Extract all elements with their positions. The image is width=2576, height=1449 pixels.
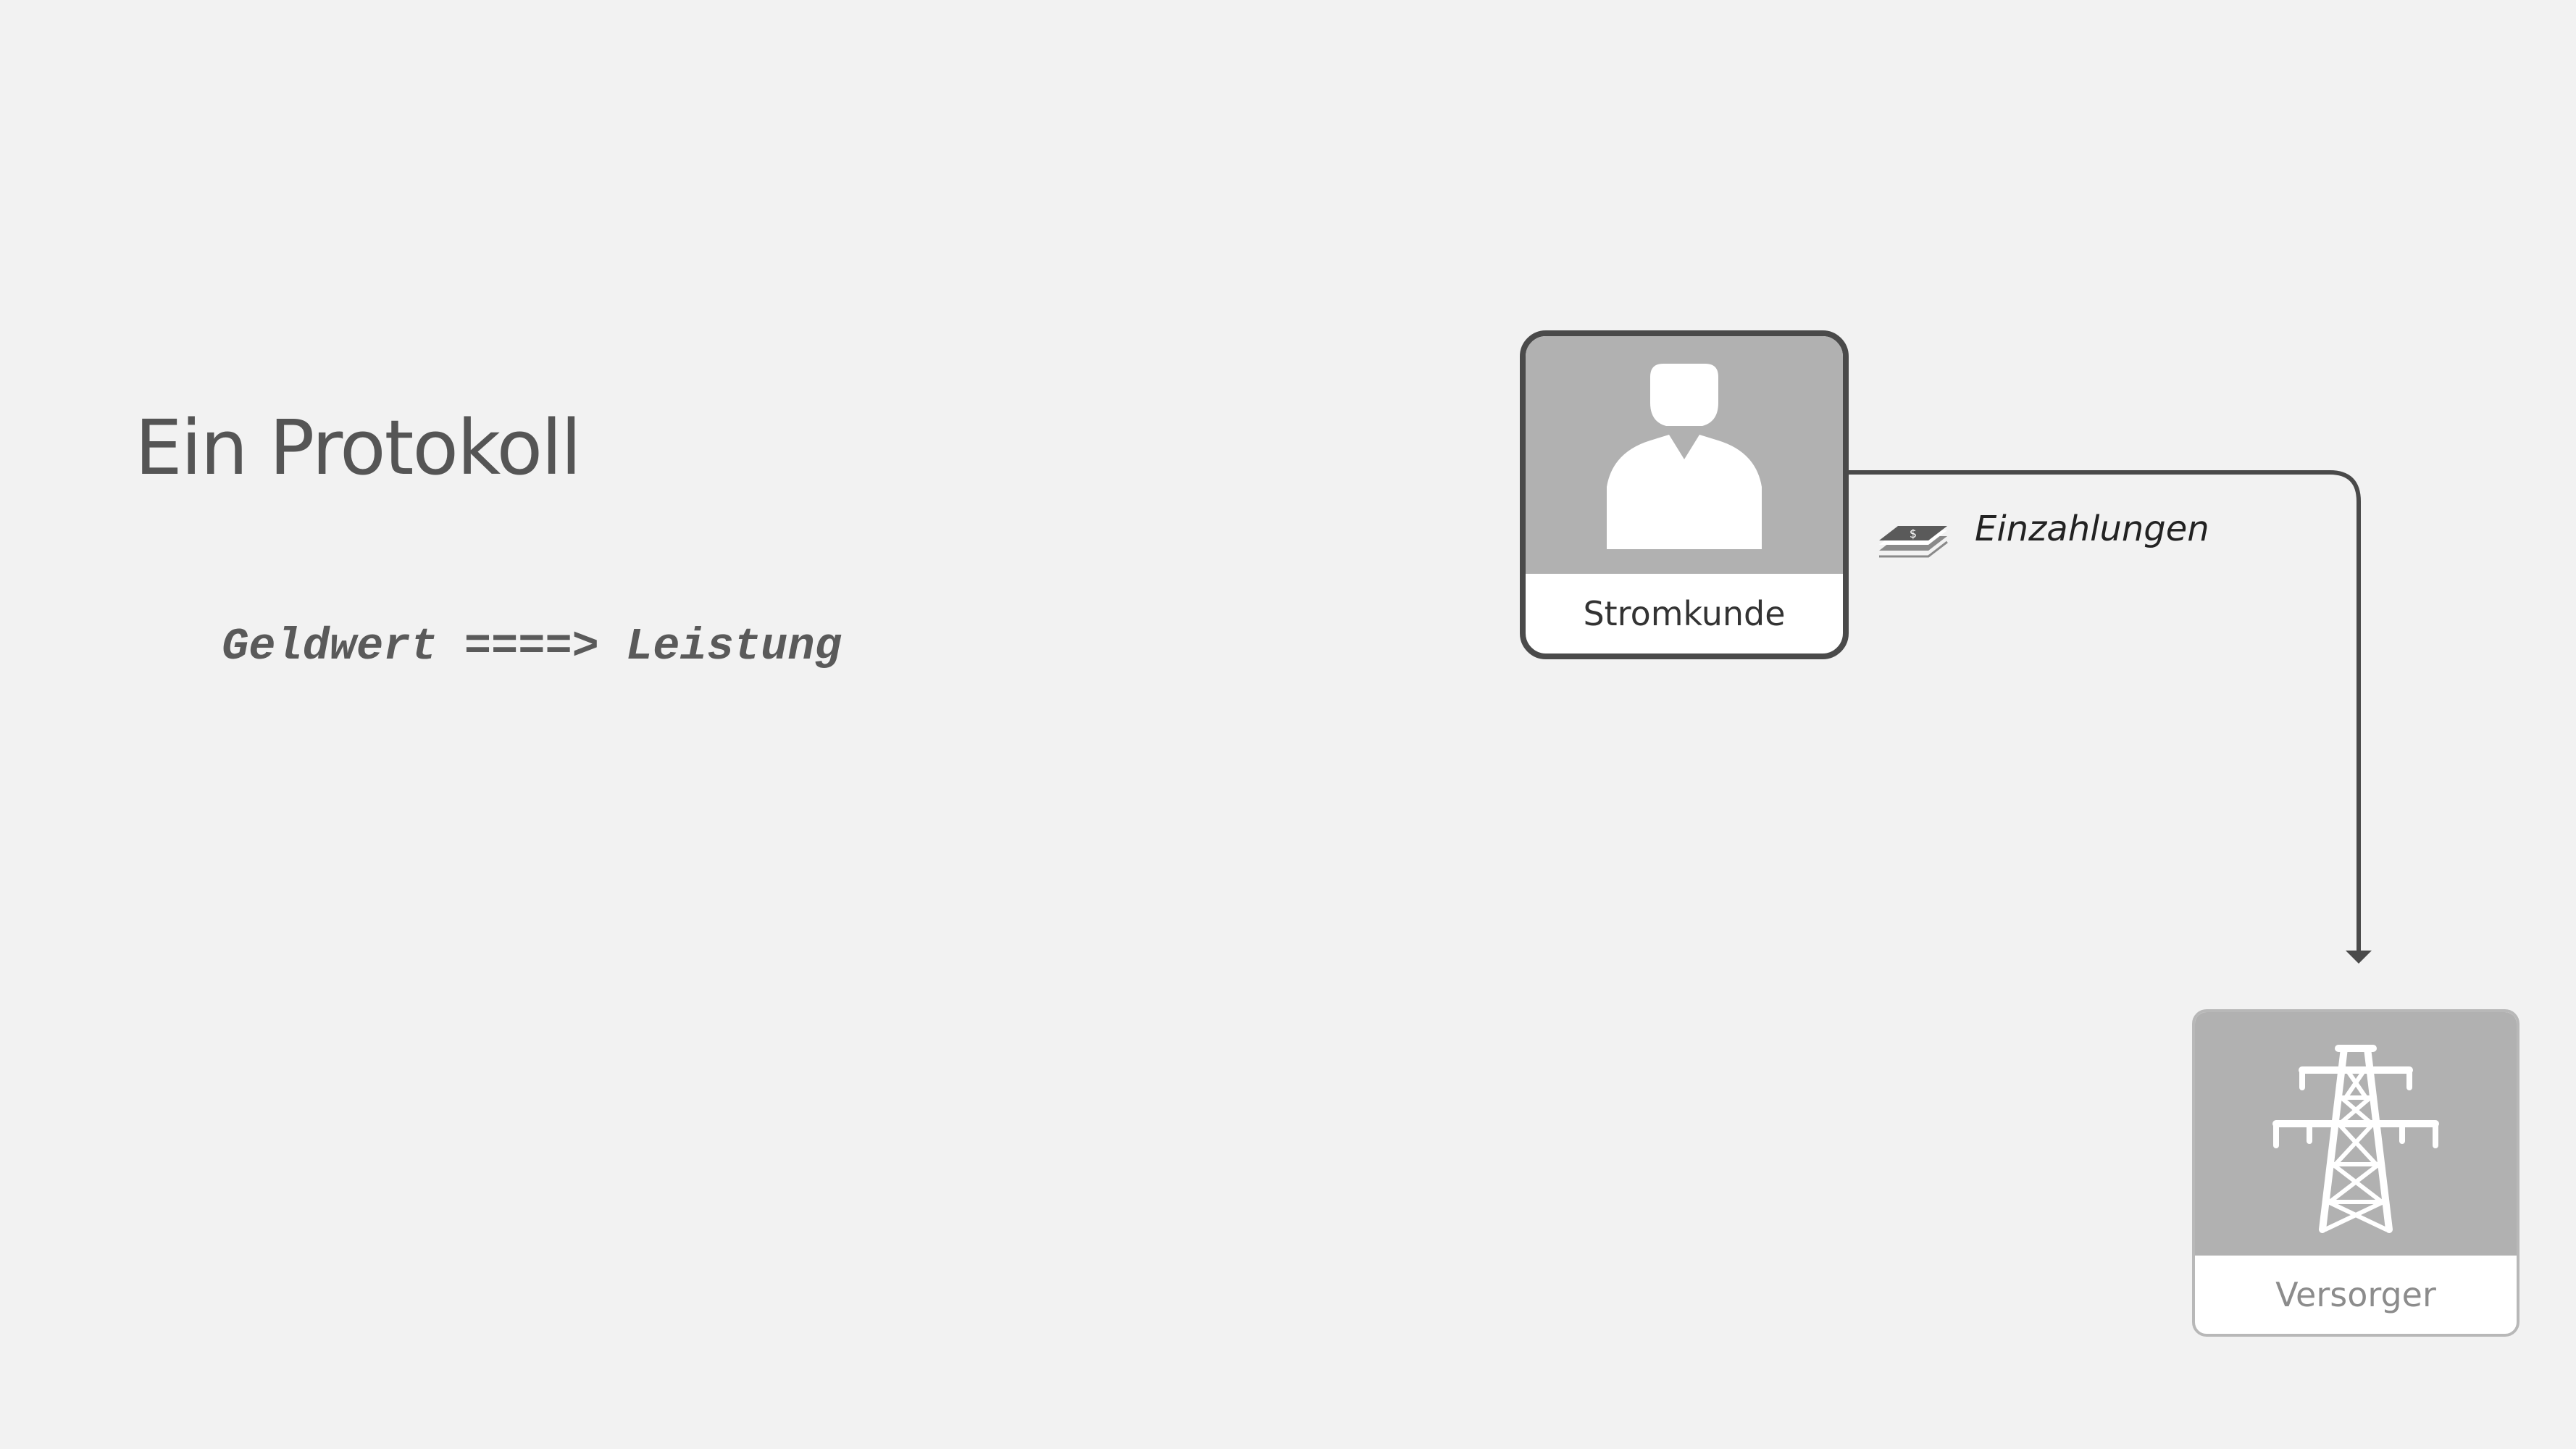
person-icon [1607, 364, 1762, 549]
edge-label-einzahlungen: Einzahlungen [1975, 509, 2209, 549]
node-versorger-image [2195, 1012, 2517, 1256]
node-versorger-label: Versorger [2275, 1275, 2436, 1314]
node-stromkunde-image [1526, 336, 1843, 574]
node-stromkunde[interactable]: Stromkunde [1520, 330, 1849, 659]
node-versorger[interactable]: Versorger [2192, 1009, 2519, 1337]
svg-text:$: $ [1910, 527, 1917, 540]
node-stromkunde-label: Stromkunde [1583, 594, 1786, 633]
power-tower-icon [2272, 1045, 2439, 1233]
money-icon: $ [1879, 526, 1948, 558]
slide-title: Ein Protokoll [135, 404, 582, 492]
arrowhead [2346, 951, 2372, 964]
formula-text: Geldwert ====> Leistung [222, 621, 842, 672]
